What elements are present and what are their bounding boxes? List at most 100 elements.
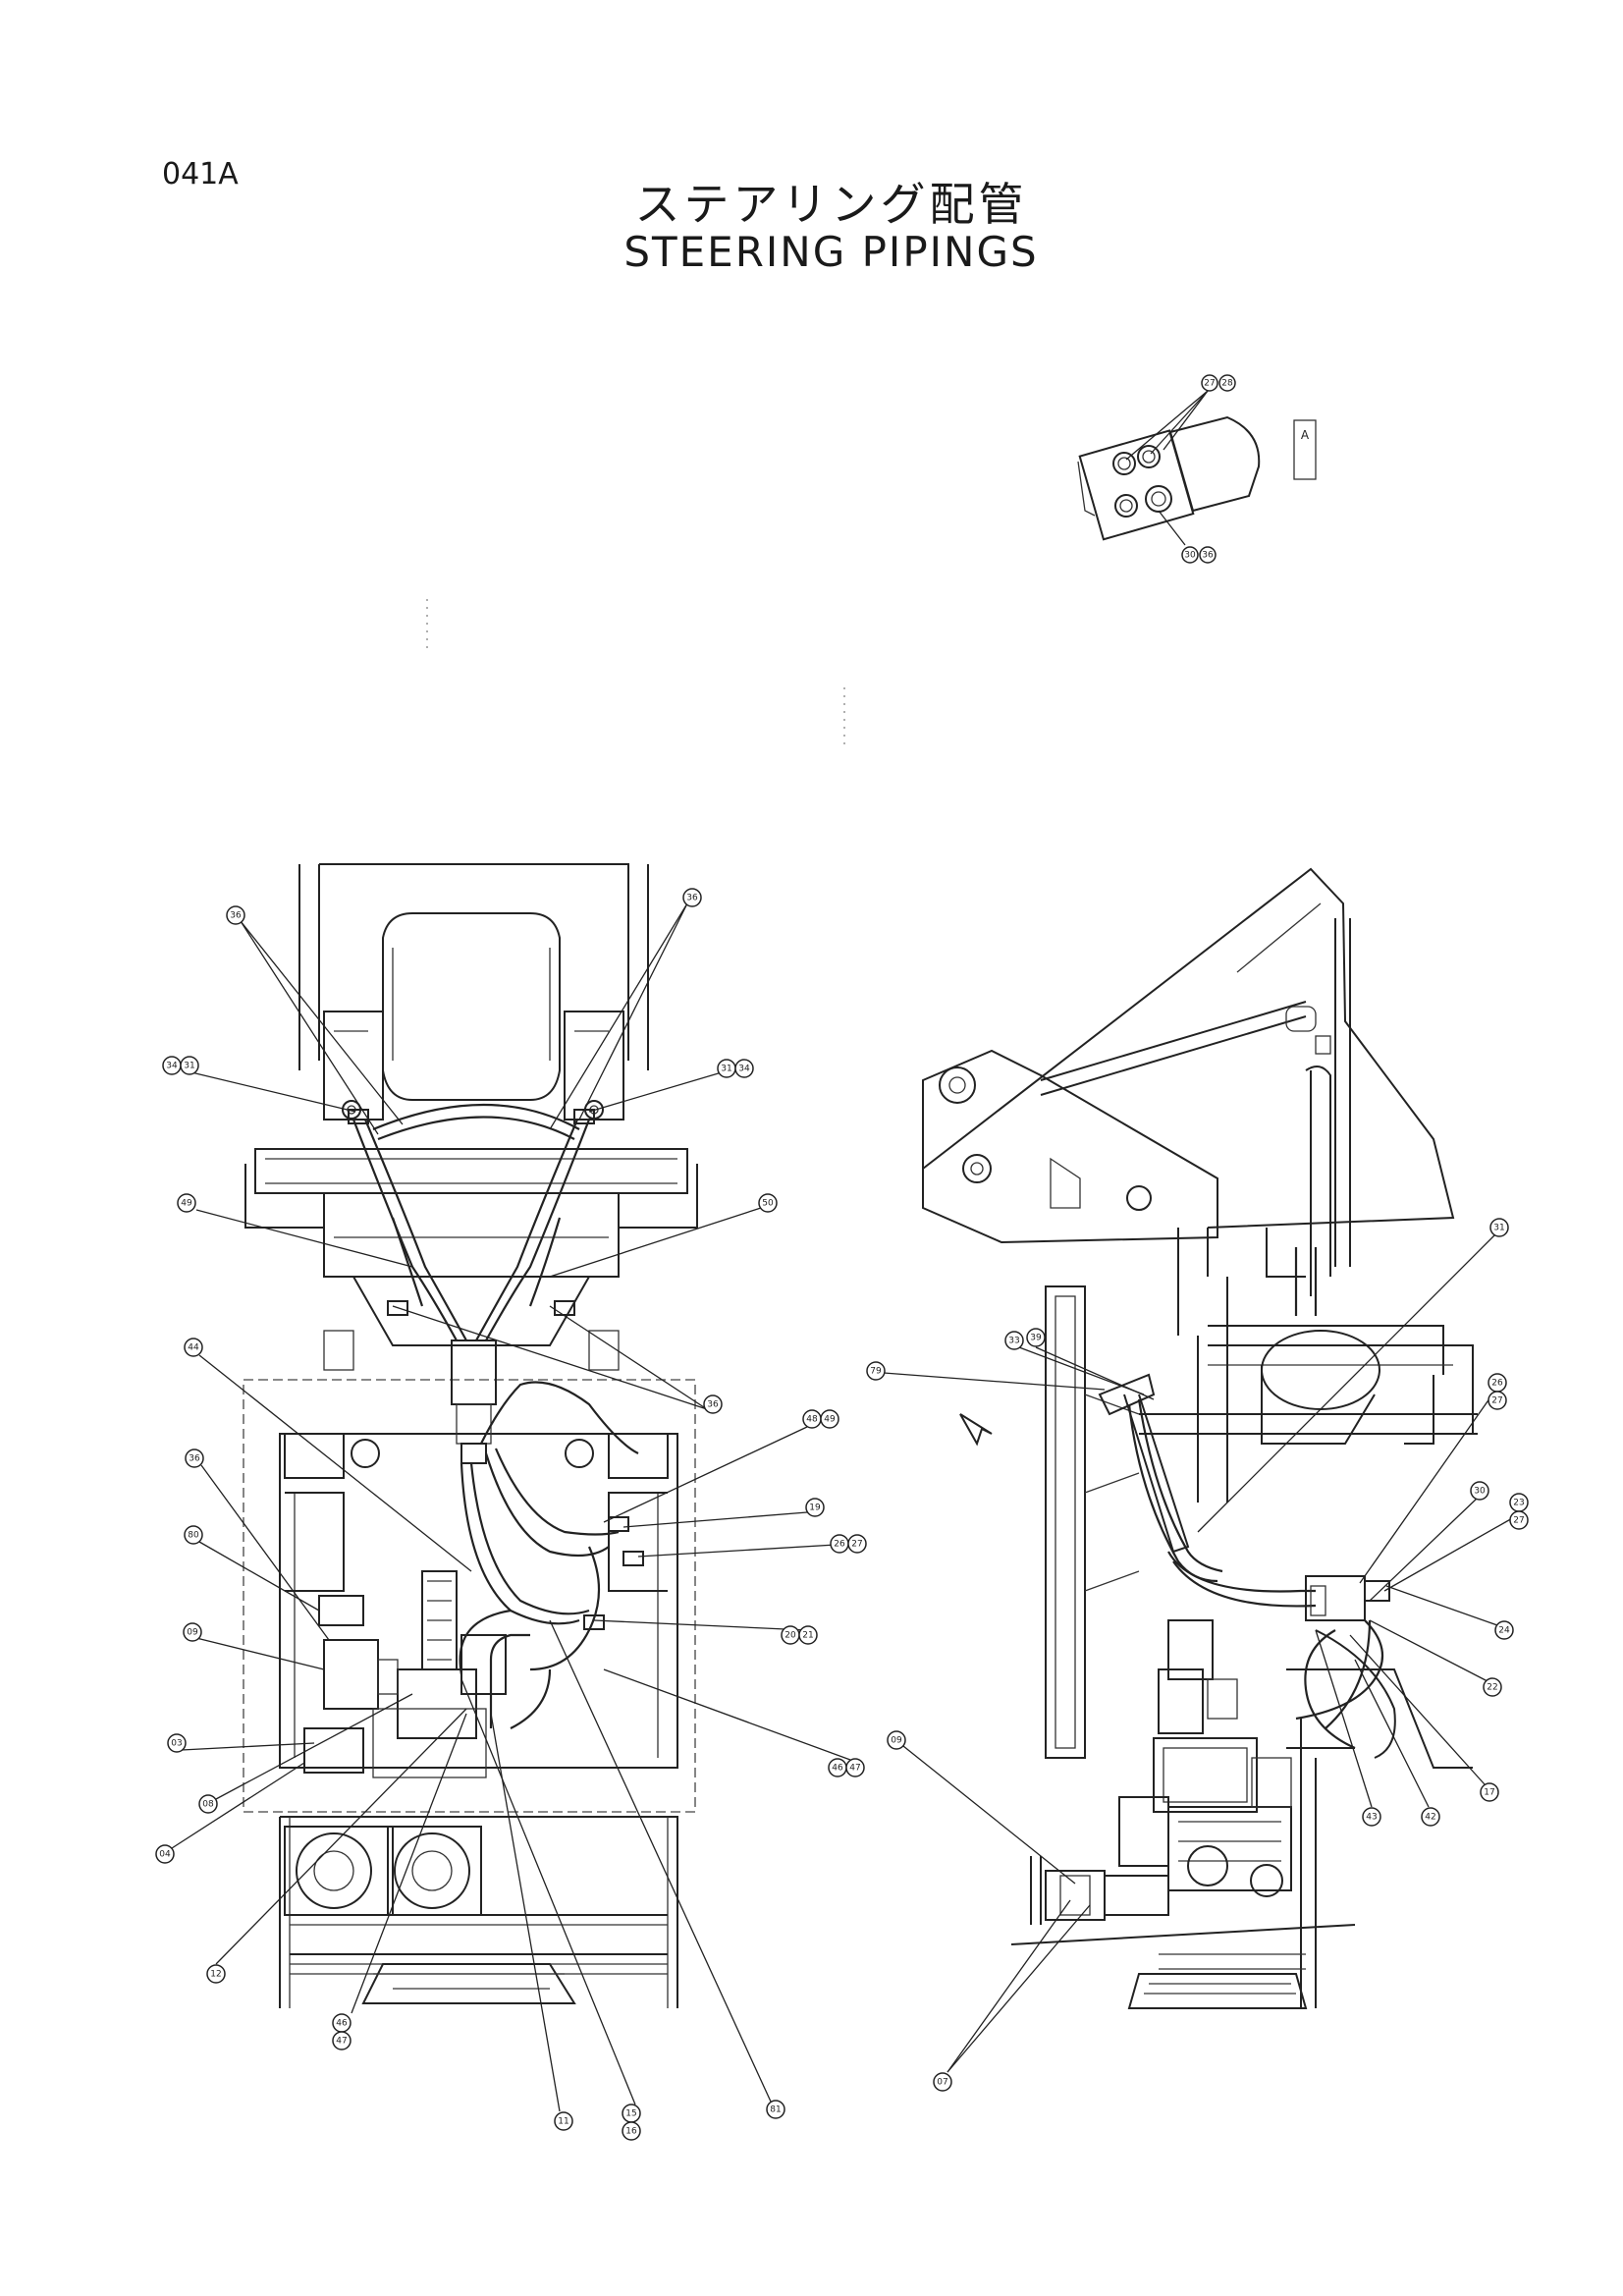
balloon-number: 27 xyxy=(1491,1396,1502,1406)
balloon-number: 15 xyxy=(625,2109,636,2119)
callout-L3: 34 31 xyxy=(162,1056,199,1075)
callout-L9: 48 49 xyxy=(802,1409,839,1429)
balloon-number: 27 xyxy=(1513,1516,1524,1526)
callout-L7: 36 xyxy=(703,1394,723,1414)
balloon-number: 79 xyxy=(870,1367,882,1377)
balloon-number: 33 xyxy=(1008,1337,1019,1346)
callout-R5: 26 27 xyxy=(1488,1373,1507,1410)
view-a-balloon-bottom: 30 36 xyxy=(1181,546,1217,564)
callout-R9: 22 xyxy=(1483,1677,1502,1697)
balloon-number: 46 xyxy=(336,2019,348,2029)
callout-L8: 44 xyxy=(184,1338,203,1357)
right-view-frame xyxy=(922,867,1478,2009)
balloon-number: 26 xyxy=(834,1540,845,1550)
callout-R7: 23 27 xyxy=(1509,1493,1529,1530)
callout-L24: 81 xyxy=(766,2100,785,2119)
callout-R4: 39 xyxy=(1026,1328,1046,1347)
balloon-number: 50 xyxy=(762,1199,774,1209)
callout-L20: 12 xyxy=(206,1964,226,1984)
balloon-number: 04 xyxy=(159,1850,171,1860)
callout-R8: 24 xyxy=(1494,1620,1514,1640)
balloon-number: 39 xyxy=(1030,1334,1042,1343)
callout-L11: 19 xyxy=(805,1498,825,1517)
callout-L13: 26 27 xyxy=(830,1534,867,1554)
balloon-number: 20 xyxy=(784,1631,796,1641)
balloon-number: 07 xyxy=(937,2078,947,2088)
callout-R11: 42 xyxy=(1421,1807,1440,1827)
balloon-number: 09 xyxy=(187,1628,198,1638)
balloon-number: 30 xyxy=(1184,551,1196,561)
callout-R10: 17 xyxy=(1480,1782,1499,1802)
callout-L22: 11 xyxy=(554,2111,573,2131)
left-view-frame xyxy=(243,863,698,2008)
callout-L19: 08 xyxy=(198,1794,218,1814)
callout-R3: 33 xyxy=(1004,1331,1024,1350)
callout-R2: 79 xyxy=(866,1361,886,1381)
view-a-tag xyxy=(1293,419,1317,480)
balloon-number: 31 xyxy=(721,1065,731,1074)
balloon-number: 09 xyxy=(891,1736,902,1746)
balloon-number: 46 xyxy=(832,1764,843,1774)
balloon-number: 16 xyxy=(625,2127,637,2137)
view-a-label: A xyxy=(1301,428,1310,442)
balloon-number: 48 xyxy=(806,1415,818,1425)
balloon-number: 30 xyxy=(1474,1487,1486,1497)
balloon-number: 31 xyxy=(1493,1224,1504,1233)
balloon-number: 17 xyxy=(1484,1788,1494,1798)
balloon-number: 31 xyxy=(184,1062,194,1071)
callout-L18: 04 xyxy=(155,1844,175,1864)
callout-L6: 50 xyxy=(758,1193,778,1213)
page-code: 041A xyxy=(162,157,239,191)
callout-R12: 43 xyxy=(1362,1807,1381,1827)
balloon-number: 34 xyxy=(166,1062,178,1071)
callout-L4: 31 34 xyxy=(717,1059,754,1078)
callout-L21: 46 47 xyxy=(332,2013,352,2050)
direction-arrow-icon xyxy=(959,1413,993,1447)
balloon-number: 28 xyxy=(1221,379,1233,389)
callout-L10: 36 xyxy=(185,1449,204,1468)
callout-L14: 09 xyxy=(183,1622,202,1642)
left-view-leaders xyxy=(171,902,853,2112)
balloon-number: 49 xyxy=(824,1415,836,1425)
callout-R6: 30 xyxy=(1470,1481,1489,1501)
balloon-number: 44 xyxy=(188,1343,199,1353)
balloon-number: 43 xyxy=(1366,1813,1377,1823)
balloon-number: 12 xyxy=(210,1970,221,1980)
right-view-leaders xyxy=(883,1234,1515,2073)
view-a-balloon-top: 27 28 xyxy=(1201,374,1236,392)
balloon-number: 08 xyxy=(202,1800,214,1810)
balloon-number: 03 xyxy=(171,1739,182,1749)
balloon-number: 11 xyxy=(558,2117,568,2127)
balloon-number: 81 xyxy=(770,2105,781,2115)
callout-L2: 36 xyxy=(682,888,702,907)
callout-L1: 36 xyxy=(226,905,245,925)
balloon-number: 22 xyxy=(1487,1683,1497,1693)
balloon-number: 24 xyxy=(1498,1626,1510,1636)
balloon-number: 27 xyxy=(851,1540,862,1550)
balloon-number: 36 xyxy=(686,894,698,903)
callout-R1: 31 xyxy=(1489,1218,1509,1237)
callout-L17: 46 47 xyxy=(828,1758,865,1777)
view-a-detail: 27 28 30 36 A xyxy=(1077,374,1317,564)
balloon-number: 47 xyxy=(336,2037,347,2047)
balloon-number: 26 xyxy=(1491,1379,1503,1389)
balloon-number: 80 xyxy=(188,1531,199,1541)
balloon-number: 27 xyxy=(1204,379,1215,389)
balloon-number: 34 xyxy=(738,1065,750,1074)
balloon-number: 23 xyxy=(1513,1499,1524,1508)
left-view-callouts: 36 36 34 31 31 34 49 50 36 44 48 49 36 19 8… xyxy=(155,888,867,2141)
balloon-number: 47 xyxy=(849,1764,860,1774)
balloon-number: 36 xyxy=(1202,551,1214,561)
callout-R13: 09 xyxy=(887,1730,906,1750)
balloon-number: 19 xyxy=(809,1503,821,1513)
balloon-number: 36 xyxy=(189,1454,200,1464)
callout-L12: 80 xyxy=(184,1525,203,1545)
balloon-number: 49 xyxy=(181,1199,192,1209)
callout-L16: 03 xyxy=(167,1733,187,1753)
title-japanese: ステアリング配管 xyxy=(634,178,1028,231)
balloon-number: 36 xyxy=(230,911,242,921)
